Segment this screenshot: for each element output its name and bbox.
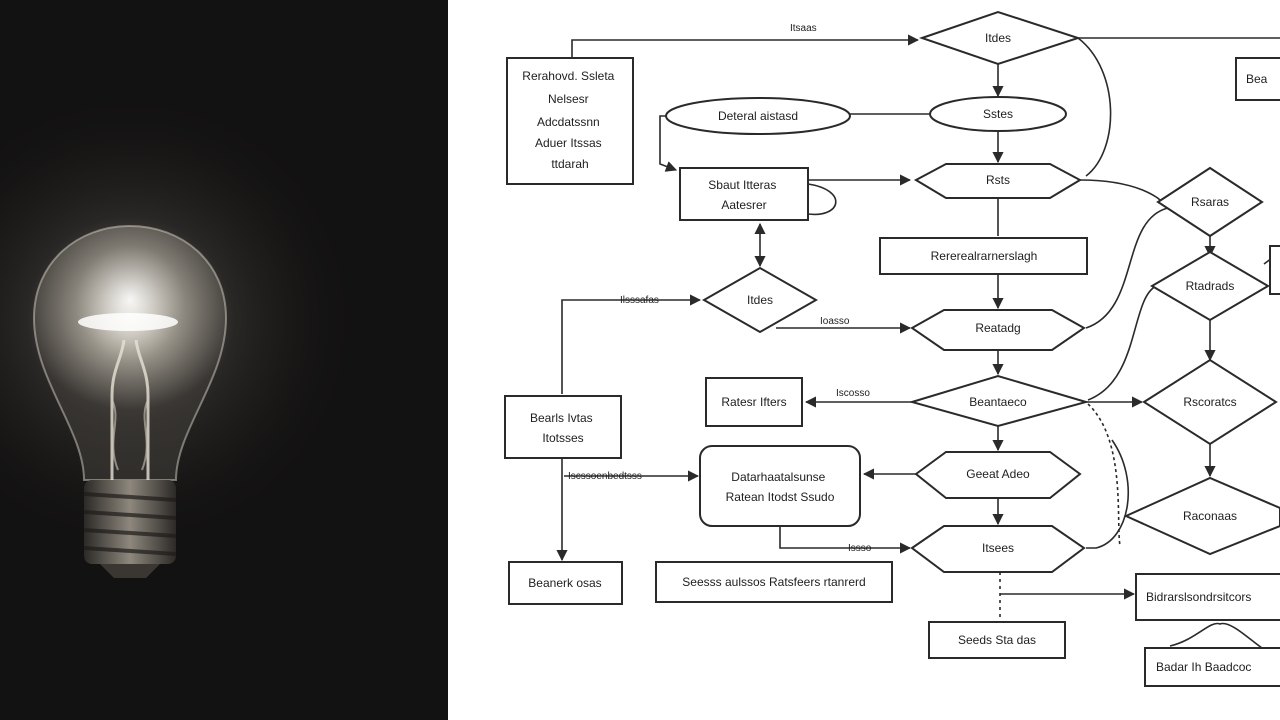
node-label: Rererealrarnerslagh	[931, 249, 1038, 263]
flowchart-node-requirements: Rerahovd. Ssleta Nelsesr Adcdatssnn Adue…	[506, 57, 634, 185]
node-label: Rsaras	[1191, 195, 1229, 209]
node-label: Bearls Ivtas	[530, 411, 593, 425]
node-label: Badar Ih Baadcoc	[1156, 660, 1251, 674]
edge	[561, 294, 702, 394]
node-label: Datarhaatalsunse	[731, 470, 825, 484]
edge	[1086, 439, 1130, 549]
flowchart-node-bottom-left: Beanerk osas	[508, 561, 623, 605]
flowchart-node-middle-box: Ratesr Ifters	[705, 377, 803, 427]
flowchart-hexagon-1: Rsts	[913, 163, 1083, 199]
edge	[1077, 37, 1112, 177]
flowchart-node-bottom-wide: Seesss aulssos Ratsfeers rtanrerd	[655, 561, 893, 603]
svg-text:Sbaut Itteras Aatesr: Sbaut Itteras Aatesrer	[708, 178, 779, 212]
flowchart-node-rounded: Datarhaatalsunse Ratean Itodst Ssudo	[699, 445, 861, 527]
node-label: Ratean Itodst Ssudo	[726, 490, 835, 504]
edge	[1169, 622, 1263, 649]
flowchart-node-ellipse-small: Sstes	[929, 96, 1067, 132]
node-label: Seesss aulssos Ratsfeers rtanrerd	[682, 575, 865, 589]
node-label: Beantaeco	[969, 395, 1027, 409]
svg-text:Datarhaatalsunse Rat: Datarhaatalsunse Ratean Itodst Ssudo	[726, 470, 835, 504]
flowchart-node-right-bottom-2: Badar Ih Baadcoc	[1144, 647, 1280, 687]
node-label: Rtadrads	[1186, 279, 1235, 293]
edge	[1085, 207, 1169, 329]
flowchart-decision-right-2: Rtadrads	[1150, 250, 1270, 322]
node-label: Adcdatssnn	[537, 115, 600, 129]
edge-label: Iscssoenbedtsss	[568, 471, 642, 482]
edge	[807, 183, 837, 216]
flowchart-hexagon-4: Itsees	[910, 525, 1086, 573]
edge	[1087, 285, 1157, 401]
node-label: Raconaas	[1183, 509, 1237, 523]
edge-label: Iscosso	[836, 388, 870, 399]
flowchart-node-top-right: Bea	[1235, 57, 1280, 101]
node-label: Rsts	[986, 173, 1010, 187]
node-label: Itdes	[985, 31, 1011, 45]
edge	[571, 34, 920, 58]
light-bulb-illustration	[0, 0, 448, 720]
node-label: Rerahovd. Ssleta	[522, 69, 614, 83]
node-label: Bidrarslsondrsitcors	[1146, 590, 1251, 604]
node-label: Reatadg	[975, 321, 1020, 335]
edge-label: Issso	[848, 543, 872, 554]
flowchart-decision-right-4: Raconaas	[1123, 476, 1280, 556]
edge-label: Itsaas	[790, 23, 817, 34]
node-label: Sbaut Itteras	[708, 178, 776, 192]
flowchart-node-cropped	[1269, 245, 1280, 295]
node-label: Geeat Adeo	[966, 467, 1030, 481]
node-label: Ratesr Ifters	[721, 395, 786, 409]
edge	[659, 115, 678, 172]
node-label: Itsees	[982, 541, 1014, 555]
flowchart-decision-center: Beantaeco	[908, 374, 1090, 428]
node-label: Bea	[1246, 72, 1268, 86]
flowchart-panel: Itsaas Ilsssafas Ioasso Iscosso Iscssoen…	[448, 0, 1280, 720]
edge	[1079, 179, 1161, 201]
flowchart-node-right-bottom-1: Bidrarslsondrsitcors	[1135, 573, 1280, 621]
node-label: Aatesrer	[721, 198, 766, 212]
node-label: Deteral aistasd	[718, 109, 798, 123]
flowchart-decision-right-3: Rscoratcs	[1142, 358, 1278, 446]
svg-text:Rerahovd. Ssleta Nel: Rerahovd. Ssleta Nelsesr Adcdatssnn Adue…	[522, 69, 617, 171]
edge	[1087, 403, 1121, 547]
node-label: ttdarah	[551, 157, 588, 171]
flowchart-node-bottom-center: Seeds Sta das	[928, 621, 1066, 659]
node-label: Nelsesr	[548, 92, 589, 106]
node-label: Itdes	[747, 293, 773, 307]
node-label: Beanerk osas	[528, 576, 601, 590]
edge-label: Ilsssafas	[620, 295, 659, 306]
node-label: Itotsses	[542, 431, 583, 445]
flowchart-node-oval: Deteral aistasd	[665, 97, 851, 135]
node-label: Sstes	[983, 107, 1013, 121]
svg-text:Bearls Ivtas Itotsse: Bearls Ivtas Itotsses	[530, 411, 596, 445]
flowchart-decision-top: Itdes	[918, 10, 1082, 66]
flowchart-node-left-box: Bearls Ivtas Itotsses	[504, 395, 622, 459]
node-label: Aduer Itssas	[535, 136, 602, 150]
flowchart-hexagon-2: Reatadg	[910, 309, 1086, 351]
flowchart-decision-right-1: Rsaras	[1156, 166, 1264, 238]
edge	[779, 526, 912, 554]
node-label: Seeds Sta das	[958, 633, 1036, 647]
node-label: Rscoratcs	[1183, 395, 1236, 409]
edge-label: Ioasso	[820, 316, 850, 327]
flowchart-diagram: Itsaas Ilsssafas Ioasso Iscosso Iscssoen…	[504, 10, 1280, 687]
flowchart-decision-left: Itdes	[701, 266, 819, 334]
flowchart-hexagon-3: Geeat Adeo	[914, 451, 1082, 499]
flowchart-node-process: Sbaut Itteras Aatesrer	[679, 167, 809, 221]
flowchart-node-wide-box: Rererealrarnerslagh	[879, 237, 1088, 275]
flowchart-edges	[556, 34, 1280, 649]
light-bulb-icon	[0, 0, 448, 720]
